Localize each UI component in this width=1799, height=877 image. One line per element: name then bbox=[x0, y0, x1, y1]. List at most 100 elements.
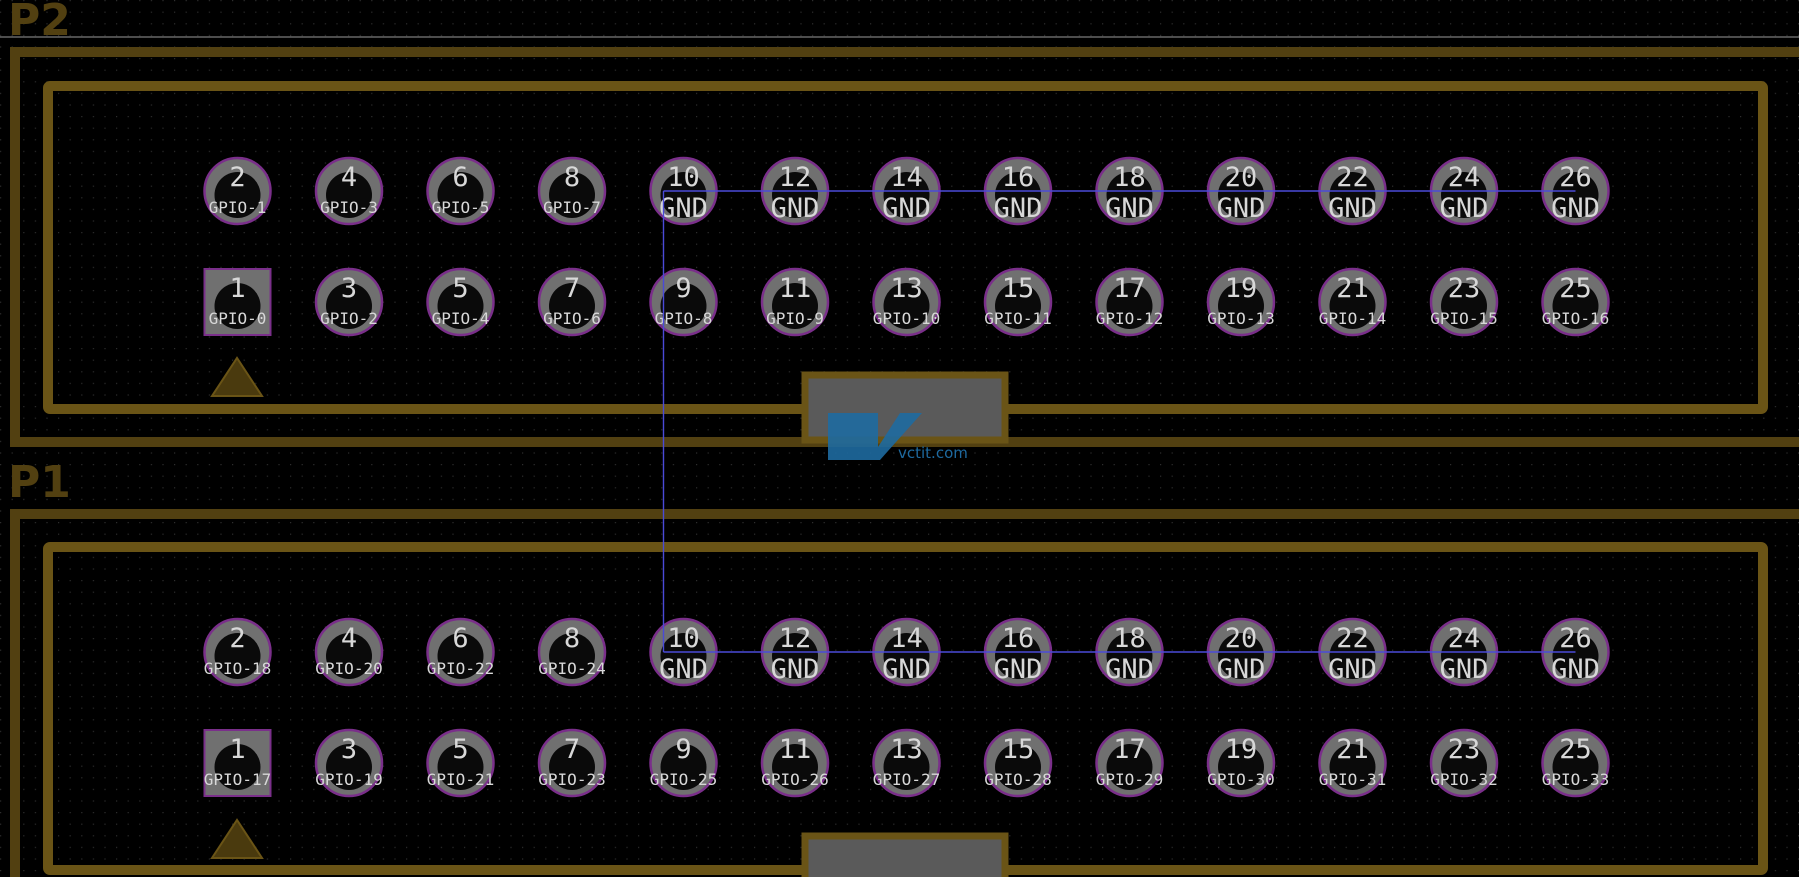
watermark-text: vctit.com bbox=[898, 444, 968, 462]
net-label: GPIO-27 bbox=[873, 770, 940, 789]
pin1-marker-icon bbox=[210, 818, 264, 859]
pin-number: 2 bbox=[229, 162, 245, 193]
connector-p1[interactable]: P12GPIO-184GPIO-206GPIO-228GPIO-2410GND1… bbox=[8, 457, 1799, 877]
net-label: GPIO-17 bbox=[204, 770, 271, 789]
net-label: GND bbox=[771, 193, 820, 224]
pin-number: 25 bbox=[1559, 734, 1592, 765]
drill-hole bbox=[1106, 744, 1153, 790]
pin-number: 9 bbox=[675, 273, 691, 304]
watermark-bar bbox=[828, 413, 858, 460]
drill-hole bbox=[549, 633, 595, 679]
key-notch bbox=[801, 832, 1009, 877]
pin-number: 4 bbox=[341, 623, 357, 654]
drill-hole bbox=[1552, 744, 1599, 790]
drill-hole bbox=[772, 283, 818, 329]
net-label: GND bbox=[771, 654, 820, 685]
drill-hole bbox=[995, 744, 1041, 790]
drill-hole bbox=[214, 633, 261, 679]
pin-number: 15 bbox=[1002, 734, 1035, 765]
pin-number: 22 bbox=[1336, 162, 1369, 193]
drill-hole bbox=[883, 744, 930, 790]
net-label: GPIO-2 bbox=[320, 309, 378, 328]
pin-number: 26 bbox=[1559, 162, 1592, 193]
pin-number: 7 bbox=[564, 734, 580, 765]
drill-hole bbox=[1329, 172, 1376, 218]
net-label: GPIO-24 bbox=[538, 659, 605, 678]
drill-hole bbox=[660, 633, 707, 679]
pin-number: 11 bbox=[779, 734, 812, 765]
net-label: GND bbox=[1105, 654, 1154, 685]
pin-number: 26 bbox=[1559, 623, 1592, 654]
net-label: GND bbox=[1217, 654, 1266, 685]
courtyard-outline bbox=[10, 509, 1799, 877]
pin-number: 5 bbox=[452, 273, 468, 304]
pin-number: 15 bbox=[1002, 273, 1035, 304]
net-label: GPIO-15 bbox=[1430, 309, 1497, 328]
pin1-marker-icon bbox=[210, 356, 264, 397]
drill-hole bbox=[1218, 633, 1264, 679]
pin-number: 10 bbox=[667, 623, 700, 654]
drill-hole bbox=[660, 172, 707, 218]
drill-hole bbox=[549, 283, 595, 329]
drill-hole bbox=[1218, 172, 1264, 218]
net-label: GND bbox=[994, 654, 1043, 685]
net-label: GND bbox=[1217, 193, 1266, 224]
net-label: GND bbox=[882, 654, 931, 685]
pin-number: 19 bbox=[1225, 273, 1258, 304]
drill-hole bbox=[772, 633, 818, 679]
pin-number: 21 bbox=[1336, 273, 1369, 304]
connector-designator: P2 bbox=[8, 0, 71, 46]
net-label: GND bbox=[1105, 193, 1154, 224]
drill-hole bbox=[437, 172, 484, 218]
drill-hole bbox=[1552, 172, 1599, 218]
net-label: GND bbox=[659, 193, 708, 224]
drill-hole bbox=[1441, 744, 1487, 790]
net-label: GND bbox=[882, 193, 931, 224]
pin-number: 3 bbox=[341, 273, 357, 304]
pin-number: 14 bbox=[890, 162, 923, 193]
drill-hole bbox=[995, 283, 1041, 329]
watermark-v-icon bbox=[858, 413, 922, 460]
